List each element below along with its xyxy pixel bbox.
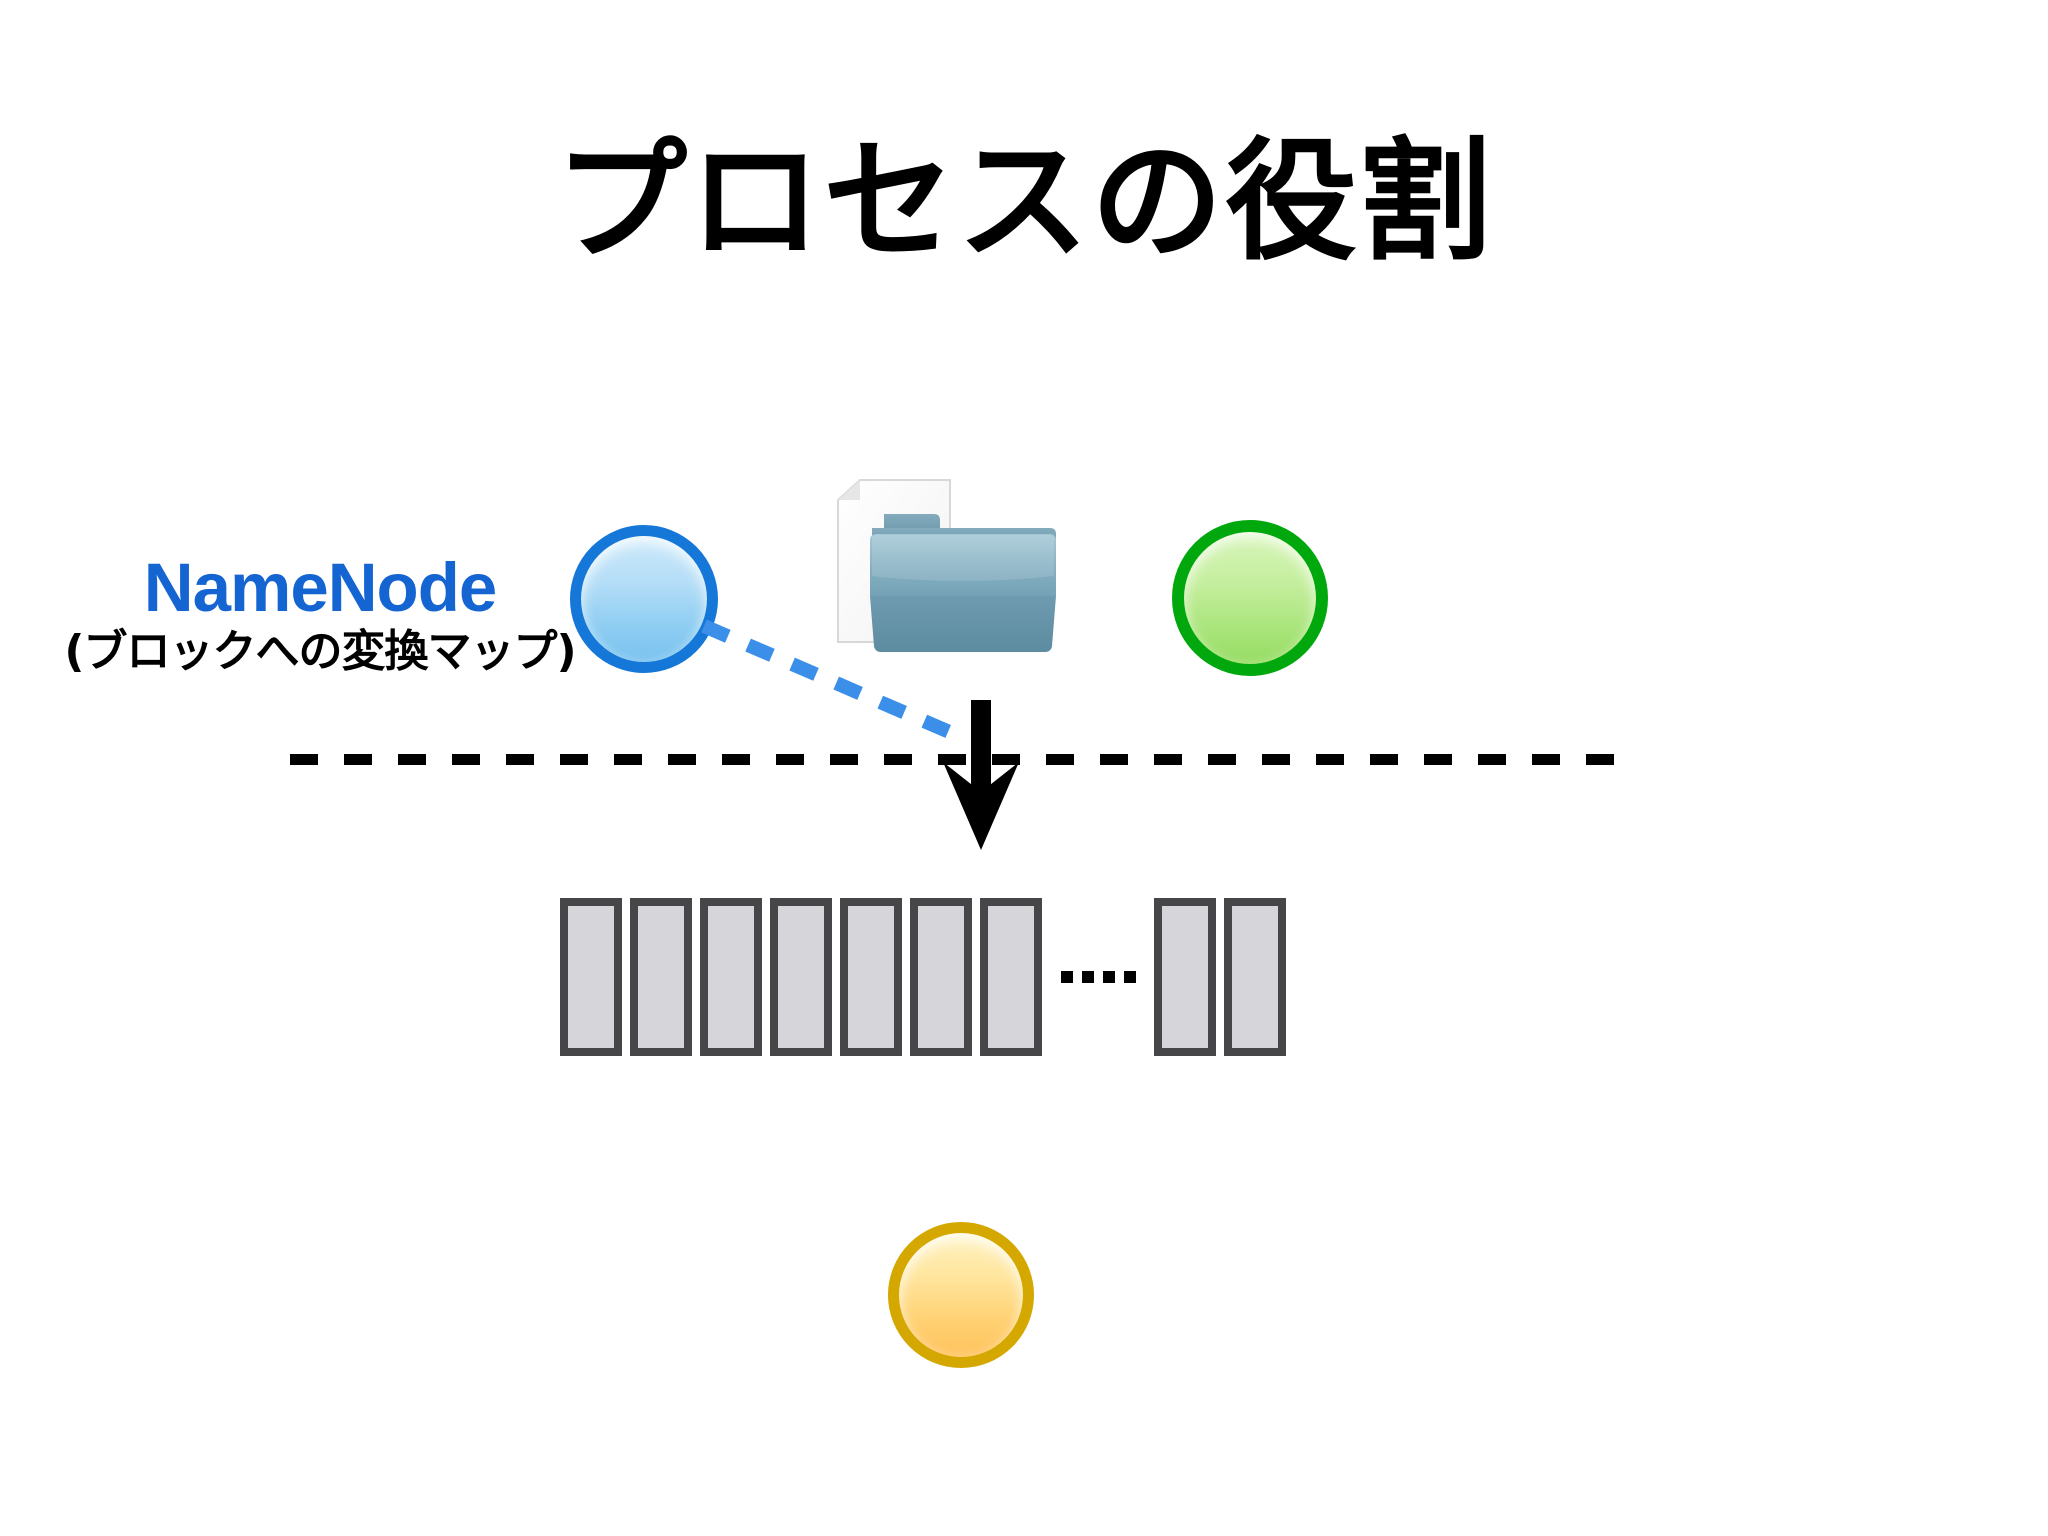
block-item	[840, 898, 902, 1056]
namenode-label: NameNode	[143, 549, 497, 626]
block-item	[560, 898, 622, 1056]
namenode-label-group: NameNode (ブロックへの変換マップ)	[30, 553, 610, 674]
block-item	[980, 898, 1042, 1056]
green-orb-gloss	[1184, 532, 1316, 664]
green-orb-icon	[1172, 520, 1328, 676]
block-item	[630, 898, 692, 1056]
block-item	[1154, 898, 1216, 1056]
namenode-orb-icon	[570, 525, 718, 673]
page-title: プロセスの役割	[555, 125, 1493, 279]
block-item	[700, 898, 762, 1056]
block-ellipsis	[1050, 898, 1146, 1056]
namenode-sublabel: (ブロックへの変換マップ)	[64, 626, 576, 677]
namenode-orb-gloss	[581, 536, 707, 662]
yellow-orb-gloss	[899, 1233, 1023, 1357]
dashed-separator	[290, 754, 1638, 765]
block-item	[910, 898, 972, 1056]
ellipsis-dot	[1060, 971, 1073, 983]
down-arrow-icon	[940, 700, 1026, 850]
ellipsis-dot	[1102, 971, 1115, 983]
folder-icon	[832, 472, 1072, 672]
block-item	[1224, 898, 1286, 1056]
block-sequence	[560, 898, 1294, 1056]
ellipsis-dot	[1123, 971, 1136, 983]
block-item	[770, 898, 832, 1056]
ellipsis-dot	[1081, 971, 1094, 983]
yellow-orb-icon	[888, 1222, 1034, 1368]
